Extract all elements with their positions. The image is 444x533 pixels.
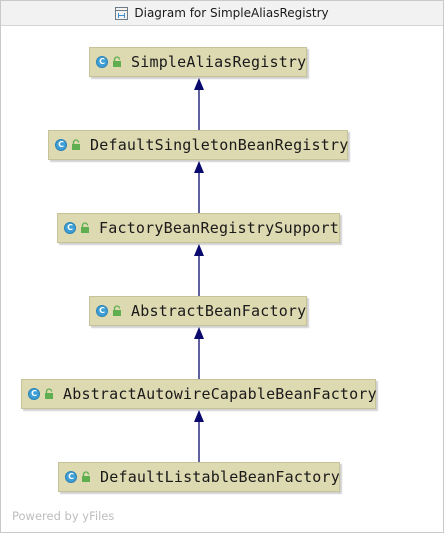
edge-defaultsingleton-to-simplealias xyxy=(194,78,204,130)
class-icon: C xyxy=(55,139,67,151)
edge-abstractbean-to-factorybean xyxy=(194,244,204,296)
inheritance-edges xyxy=(194,78,204,462)
lock-icon xyxy=(113,56,121,67)
class-name: AbstractBeanFactory xyxy=(131,302,307,320)
edge-defaultlistable-to-autowire xyxy=(194,410,204,462)
diagram-canvas[interactable]: C SimpleAliasRegistry C DefaultSingleton… xyxy=(1,26,443,532)
edge-factorybean-to-defaultsingleton xyxy=(194,161,204,213)
yfiles-watermark: Powered by yFiles xyxy=(12,509,115,523)
lock-icon xyxy=(82,471,90,482)
class-node-factorybeanregistrysupport[interactable]: C FactoryBeanRegistrySupport xyxy=(57,213,340,243)
class-name: FactoryBeanRegistrySupport xyxy=(99,219,339,237)
lock-icon xyxy=(72,139,80,150)
class-node-defaultsingletonbeanregistry[interactable]: C DefaultSingletonBeanRegistry xyxy=(48,130,348,160)
class-name: SimpleAliasRegistry xyxy=(131,53,307,71)
class-name: AbstractAutowireCapableBeanFactory xyxy=(63,385,377,403)
class-name: DefaultSingletonBeanRegistry xyxy=(90,136,349,154)
class-icon: C xyxy=(64,222,76,234)
class-name: DefaultListableBeanFactory xyxy=(100,468,340,486)
lock-icon xyxy=(113,305,121,316)
class-icon: C xyxy=(96,305,108,317)
class-node-simplealiasregistry[interactable]: C SimpleAliasRegistry xyxy=(89,47,307,77)
class-diagram-icon xyxy=(115,6,129,20)
lock-icon xyxy=(81,222,89,233)
class-node-abstractbeanfactory[interactable]: C AbstractBeanFactory xyxy=(89,296,307,326)
class-icon: C xyxy=(96,56,108,68)
class-icon: C xyxy=(65,471,77,483)
class-node-abstractautowirecapablebeanfactory[interactable]: C AbstractAutowireCapableBeanFactory xyxy=(21,379,377,409)
window-title: Diagram for SimpleAliasRegistry xyxy=(134,6,329,20)
edge-autowire-to-abstractbean xyxy=(194,327,204,379)
class-node-defaultlistablebeanfactory[interactable]: C DefaultListableBeanFactory xyxy=(58,462,340,492)
window-titlebar: Diagram for SimpleAliasRegistry xyxy=(1,1,443,26)
class-icon: C xyxy=(28,388,40,400)
lock-icon xyxy=(45,388,53,399)
